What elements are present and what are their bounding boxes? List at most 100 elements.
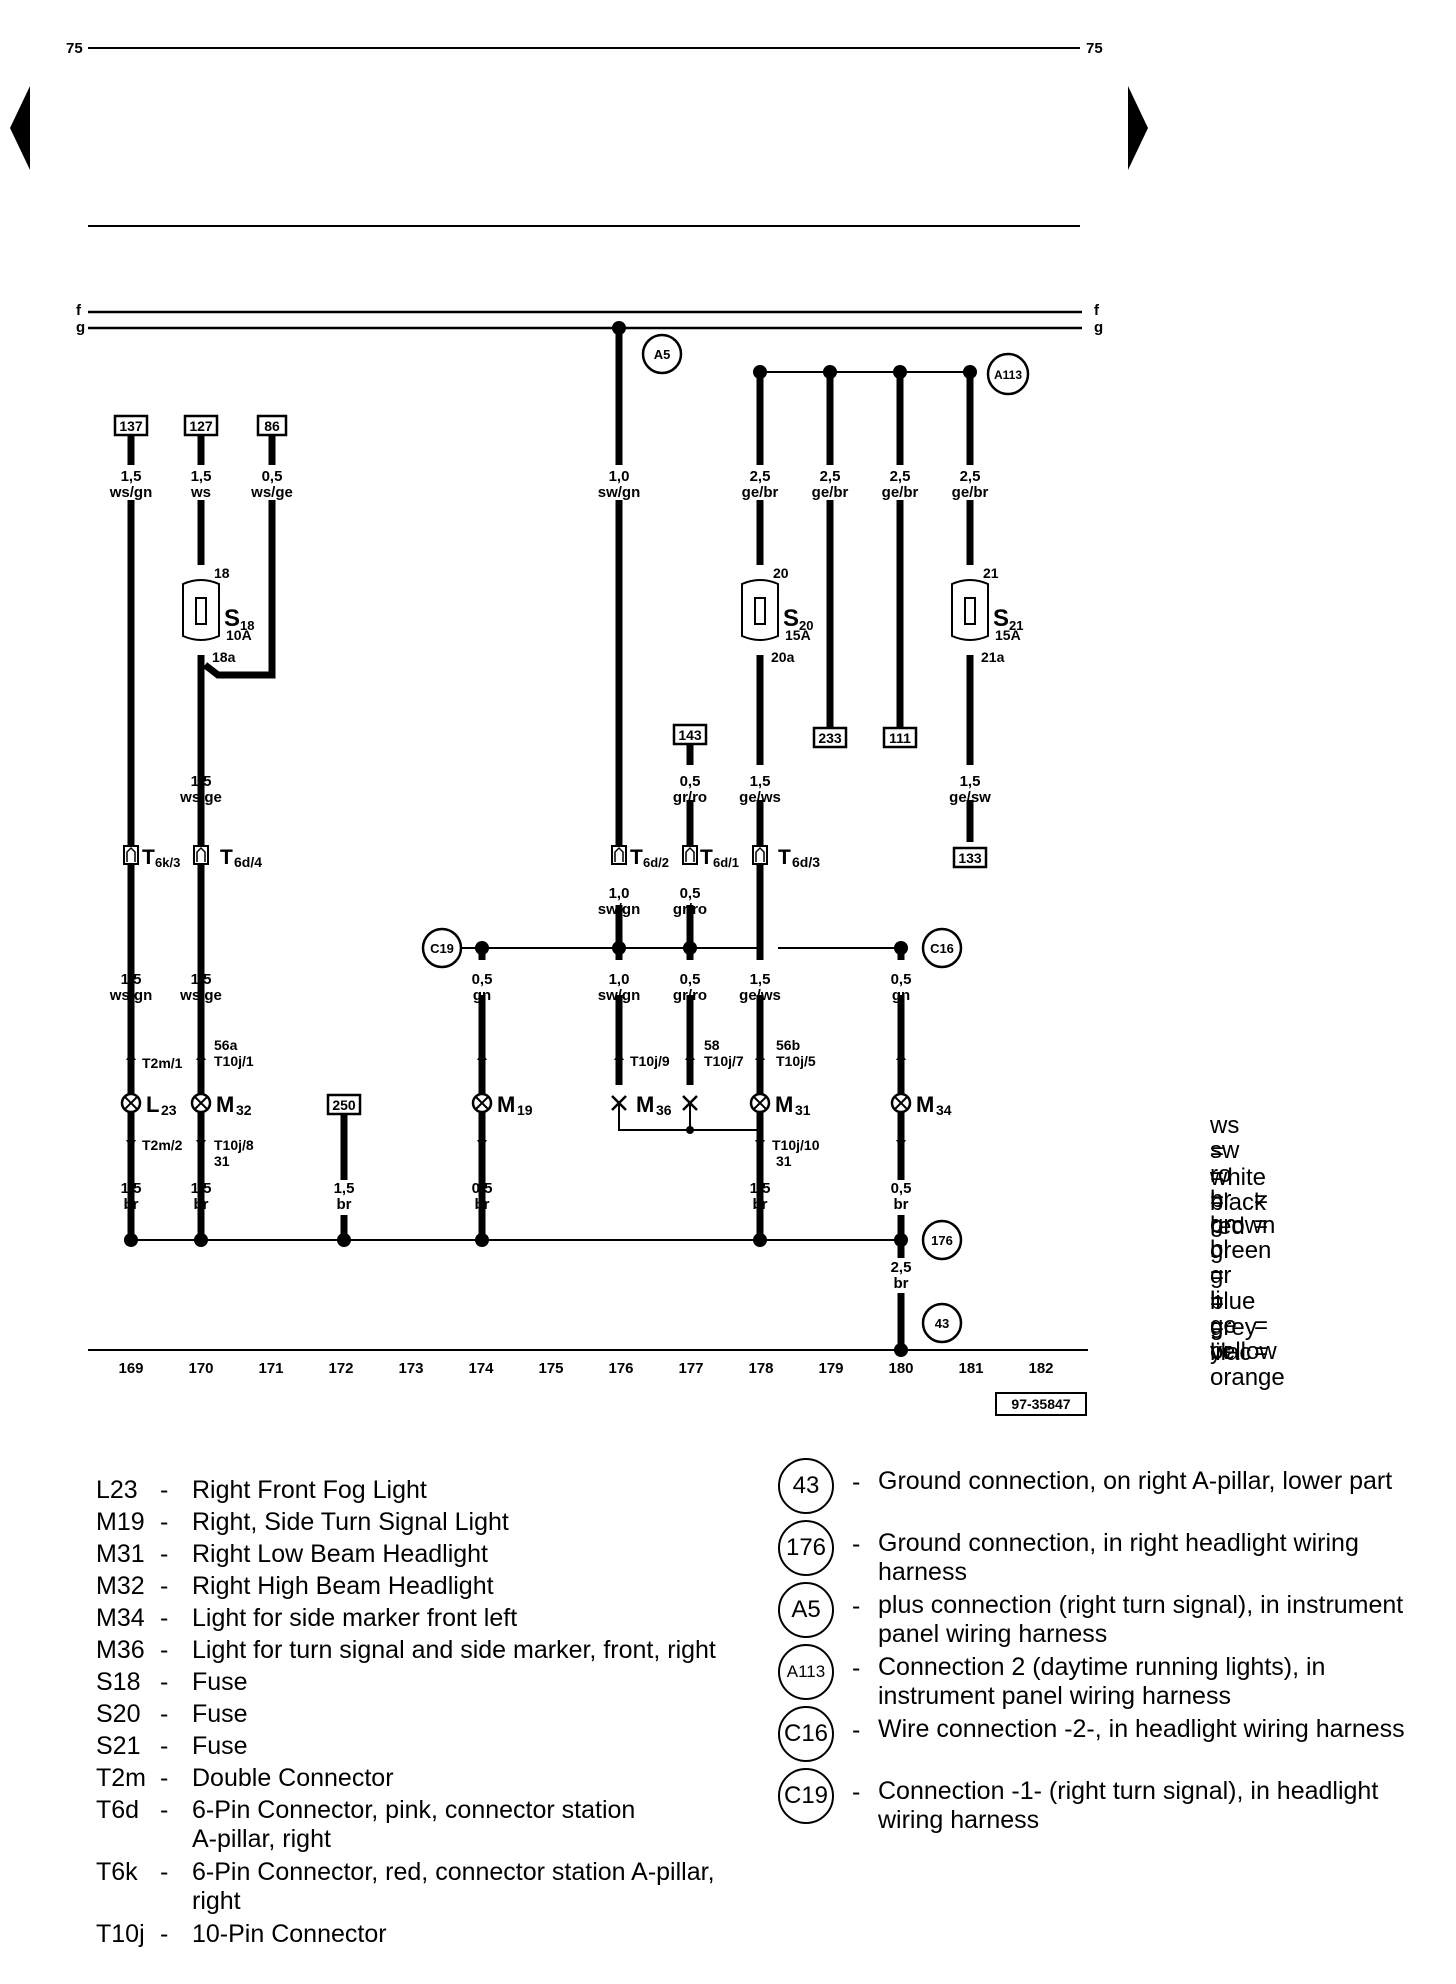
ref-a5[interactable]: A5	[641, 333, 683, 375]
svg-text:31: 31	[214, 1153, 230, 1169]
svg-text:br: br	[124, 1196, 139, 1213]
ref-176[interactable]: 176	[921, 1219, 963, 1261]
svg-text:18a: 18a	[212, 649, 236, 665]
svg-text:170: 170	[188, 1360, 213, 1377]
bus-label-f-left: f	[76, 302, 82, 319]
lamp-m31[interactable]: M 31	[749, 1092, 811, 1118]
lamp-m32[interactable]: M 32	[190, 1092, 252, 1118]
ref-box-233[interactable]: 233	[812, 726, 848, 749]
lamp-m34[interactable]: M 34	[890, 1092, 952, 1118]
ref-a113[interactable]: A113	[986, 352, 1030, 396]
ref-box-137[interactable]: 137	[113, 414, 149, 437]
svg-text:T10j/5: T10j/5	[776, 1053, 816, 1069]
svg-text:br: br	[337, 1196, 352, 1213]
color-key-sw: sw= black	[1210, 1137, 1267, 1216]
svg-text:0,5: 0,5	[680, 885, 701, 902]
svg-text:br: br	[894, 1275, 909, 1292]
svg-text:1,5: 1,5	[191, 773, 212, 790]
next-page-arrow-icon[interactable]	[1128, 86, 1148, 170]
svg-text:1,5: 1,5	[960, 773, 981, 790]
svg-text:gr/ro: gr/ro	[673, 987, 707, 1004]
wiring-diagram: 75 75 f g f g	[10, 40, 1148, 1416]
svg-text:ws: ws	[190, 484, 211, 501]
svg-text:T: T	[630, 846, 643, 869]
svg-text:179: 179	[818, 1360, 843, 1377]
ref-43[interactable]: 43	[921, 1302, 963, 1344]
svg-text:ws/gn: ws/gn	[109, 484, 153, 501]
ref-a5-icon: A5	[778, 1582, 834, 1638]
svg-text:20a: 20a	[771, 649, 795, 665]
ref-c19[interactable]: C19	[421, 927, 463, 969]
ref-box-133[interactable]: 133	[952, 846, 988, 869]
svg-text:56b: 56b	[776, 1037, 800, 1053]
svg-text:19: 19	[517, 1102, 533, 1118]
svg-text:31: 31	[795, 1102, 811, 1118]
svg-text:T2m/2: T2m/2	[142, 1137, 183, 1153]
svg-text:L: L	[146, 1092, 159, 1117]
ref-box-127[interactable]: 127	[183, 414, 219, 437]
svg-text:1,0: 1,0	[609, 971, 630, 988]
svg-text:97-35847: 97-35847	[1011, 1396, 1070, 1412]
svg-text:10A: 10A	[226, 627, 252, 643]
svg-text:175: 175	[538, 1360, 563, 1377]
fuse-s20[interactable]: 20 S 20 15A 20a	[741, 565, 813, 665]
svg-text:ge/br: ge/br	[812, 484, 849, 501]
connector-t6d1[interactable]: T 6d/1	[682, 845, 739, 870]
svg-text:br: br	[753, 1196, 768, 1213]
ref-box-250[interactable]: 250	[326, 1093, 362, 1116]
connector-t6d2[interactable]: T 6d/2	[611, 845, 669, 870]
svg-text:20: 20	[773, 565, 789, 581]
svg-text:gr/ro: gr/ro	[673, 789, 707, 806]
lamp-m36[interactable]: M 36	[611, 1092, 698, 1118]
svg-text:gn: gn	[892, 987, 910, 1004]
svg-text:M: M	[216, 1092, 234, 1117]
svg-text:20: 20	[799, 618, 813, 633]
lamp-l23[interactable]: L 23	[120, 1092, 177, 1118]
ref-box-143[interactable]: 143	[672, 723, 708, 746]
svg-text:21: 21	[983, 565, 999, 581]
svg-text:ws/ge: ws/ge	[179, 987, 222, 1004]
connector-t6d3[interactable]: T 6d/3	[752, 845, 820, 870]
svg-text:ge/br: ge/br	[742, 484, 779, 501]
svg-text:1,5: 1,5	[121, 971, 142, 988]
svg-text:T10j/7: T10j/7	[704, 1053, 744, 1069]
svg-text:174: 174	[468, 1360, 494, 1377]
svg-text:250: 250	[332, 1097, 356, 1113]
svg-text:0,5: 0,5	[472, 971, 493, 988]
connector-t6d4[interactable]: T 6d/4	[193, 845, 262, 870]
svg-text:M: M	[775, 1092, 793, 1117]
color-key-ge: ge= yellow	[1210, 1312, 1277, 1365]
svg-text:137: 137	[119, 418, 143, 434]
fuse-s18[interactable]: 18 S 18 10A 18a	[182, 565, 254, 665]
svg-text:ge/sw: ge/sw	[949, 789, 991, 806]
ref-box-86[interactable]: 86	[256, 414, 288, 437]
svg-text:gn: gn	[473, 987, 491, 1004]
svg-text:ws/ge: ws/ge	[179, 789, 222, 806]
svg-text:6d/2: 6d/2	[643, 855, 669, 870]
color-key-bl: bl= blue	[1210, 1236, 1256, 1315]
svg-text:S: S	[224, 605, 240, 632]
svg-text:233: 233	[818, 730, 842, 746]
ref-a113-icon: A113	[778, 1644, 834, 1700]
ref-c16[interactable]: C16	[921, 927, 963, 969]
svg-text:sw/gn: sw/gn	[598, 484, 641, 501]
svg-text:32: 32	[236, 1102, 252, 1118]
svg-text:6d/4: 6d/4	[234, 854, 262, 870]
svg-text:C16: C16	[930, 941, 954, 956]
svg-text:ws/ge: ws/ge	[250, 484, 293, 501]
color-key-br: br= brown	[1210, 1186, 1276, 1239]
ref-box-111[interactable]: 111	[882, 726, 918, 749]
svg-text:127: 127	[189, 418, 213, 434]
svg-text:1,5: 1,5	[334, 1180, 355, 1197]
fuse-s21[interactable]: 21 S 21 15A 21a	[951, 565, 1023, 665]
svg-text:143: 143	[678, 727, 702, 743]
svg-text:133: 133	[958, 850, 982, 866]
svg-text:173: 173	[398, 1360, 423, 1377]
prev-page-arrow-icon[interactable]	[10, 86, 30, 170]
ref-176-icon: 176	[778, 1520, 834, 1576]
svg-text:1,5: 1,5	[191, 971, 212, 988]
svg-text:gr/ro: gr/ro	[673, 901, 707, 918]
connector-t6k3[interactable]: T 6k/3	[123, 845, 180, 870]
svg-text:111: 111	[889, 730, 911, 746]
lamp-m19[interactable]: M 19	[471, 1092, 533, 1118]
